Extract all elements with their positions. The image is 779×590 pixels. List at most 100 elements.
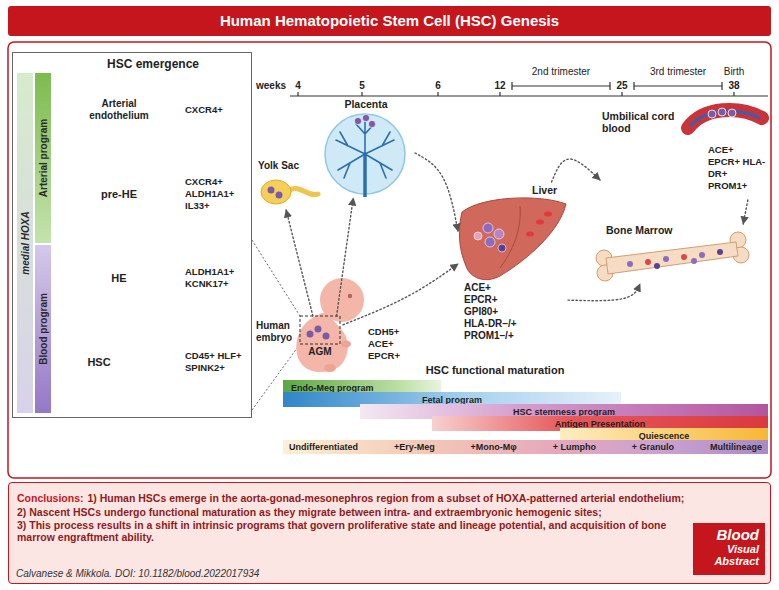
cord-blood-illustration bbox=[688, 108, 762, 128]
program-band: Blood program bbox=[35, 245, 51, 413]
yolk-sac-illustration bbox=[261, 180, 291, 204]
yolk-sac-illustration bbox=[261, 180, 318, 204]
stage-box: HSCCD45+ HLF+ SPINK2+ bbox=[57, 329, 252, 395]
migration-arrow bbox=[415, 153, 458, 231]
embryo-illustration bbox=[315, 326, 322, 333]
lineage-label: + Granulo bbox=[632, 441, 674, 453]
lineage-bar: Undifferentiated+Ery-Meg+Mono-Mφ+ Lumpho… bbox=[283, 440, 768, 454]
site-box: Yolk Sac bbox=[256, 160, 323, 210]
stage-name: Arterial endothelium bbox=[71, 98, 167, 122]
bone-illustration bbox=[596, 232, 749, 281]
placenta-illustration bbox=[325, 114, 405, 197]
marker-list: CXCR4+ bbox=[185, 104, 249, 116]
cord-blood-illustration bbox=[708, 110, 716, 118]
liver-illustration bbox=[485, 237, 495, 247]
lineage-label: + Lumpho bbox=[553, 441, 596, 453]
bone-illustration bbox=[699, 252, 705, 258]
timeline-axis bbox=[297, 92, 298, 96]
migration-arrow bbox=[337, 198, 354, 316]
liver-illustration bbox=[459, 198, 566, 280]
region-label: AGM bbox=[300, 346, 340, 358]
liver-illustration bbox=[536, 220, 544, 225]
bone-illustration bbox=[691, 258, 697, 264]
embryo-illustration bbox=[300, 316, 340, 344]
page-title: Human Hematopoietic Stem Cell (HSC) Gene… bbox=[8, 6, 771, 36]
week-number: 6 bbox=[428, 80, 448, 92]
timeline-axis bbox=[634, 82, 722, 90]
week-number: 25 bbox=[612, 80, 632, 92]
trimester-label: 2nd trimester bbox=[511, 66, 611, 78]
embryo-illustration bbox=[341, 341, 351, 348]
panel-title: HSC emergence bbox=[57, 57, 249, 71]
stage-name: HSC bbox=[77, 356, 121, 368]
lineage-label: +Ery-Meg bbox=[394, 441, 435, 453]
zoom-line bbox=[252, 240, 300, 316]
trimester-label: 3rd trimester bbox=[636, 66, 720, 78]
bone-illustration bbox=[606, 242, 738, 274]
migration-arrow bbox=[743, 200, 748, 224]
cord-blood-illustration bbox=[718, 108, 726, 116]
migration-arrow bbox=[286, 210, 313, 316]
lineage-label: +Mono-Mφ bbox=[471, 441, 517, 453]
migration-arrow bbox=[343, 264, 458, 325]
stage-box: HEALDH1A1+ KCNK17+ bbox=[57, 245, 252, 311]
site-box: Human embryoAGM bbox=[254, 280, 364, 376]
migration-arrow bbox=[568, 284, 640, 301]
site-box: LiverACE+ EPCR+ GPI80+ HLA-DR–/+ PROM1–/… bbox=[458, 182, 568, 346]
yolk-sac-illustration bbox=[290, 188, 318, 194]
marker-list: ACE+ EPCR+ HLA-DR+ PROM1+ bbox=[708, 144, 766, 192]
marker-list: CXCR4+ ALDH1A1+ IL33+ bbox=[185, 176, 249, 212]
week-number: 5 bbox=[352, 80, 372, 92]
liver-illustration bbox=[526, 232, 534, 237]
conclusion-text: 2) Nascent HSCs undergo functional matur… bbox=[17, 506, 687, 519]
timeline-axis bbox=[361, 92, 362, 96]
bone-illustration bbox=[717, 249, 723, 255]
journal-badge: BloodVisual Abstract bbox=[693, 523, 765, 575]
stage-name: pre-HE bbox=[71, 188, 167, 200]
lineage-label: Multilineage bbox=[710, 441, 762, 453]
yolk-sac-illustration bbox=[268, 187, 275, 194]
placenta-illustration bbox=[363, 154, 367, 197]
section-heading: HSC functional maturation bbox=[420, 364, 570, 376]
embryo-illustration bbox=[323, 333, 330, 340]
liver-illustration bbox=[494, 229, 504, 239]
embryo-illustration bbox=[348, 294, 352, 298]
region-box: AGM bbox=[300, 316, 343, 360]
timeline-axis bbox=[733, 92, 734, 96]
band-label: medial HOXA bbox=[20, 211, 31, 274]
panel: HSC emergence medial HOXA Arterial program… bbox=[12, 52, 252, 418]
migration-arrow bbox=[552, 159, 601, 182]
liver-illustration bbox=[483, 223, 493, 233]
site-box: Placenta bbox=[320, 98, 415, 198]
stage-box: pre-HE CXCR4+ ALDH1A1+ IL33+ bbox=[57, 161, 252, 227]
band-label: Arterial program bbox=[38, 119, 49, 197]
week-number: 38 bbox=[724, 80, 744, 92]
embryo-illustration bbox=[324, 364, 336, 372]
timeline-axis bbox=[621, 92, 622, 96]
conclusion-text: 1) Human HSCs emerge in the aorta-gonad-… bbox=[88, 492, 685, 504]
cord-blood-illustration bbox=[728, 109, 736, 117]
badge-subtitle: Visual Abstract bbox=[699, 543, 759, 567]
placenta-illustration bbox=[362, 114, 369, 121]
yolk-sac-illustration bbox=[276, 192, 283, 199]
conclusion-heading: Conclusions: bbox=[17, 492, 84, 504]
main-panel bbox=[8, 42, 771, 478]
site-label: Umbilical cord blood bbox=[602, 110, 676, 134]
liver-illustration bbox=[498, 244, 506, 252]
timeline-axis bbox=[512, 82, 610, 90]
bone-illustration bbox=[627, 261, 633, 267]
citation: Calvanese & Mikkola. DOI: 10.1182/blood.… bbox=[16, 568, 259, 580]
week-number: 12 bbox=[490, 80, 510, 92]
liver-illustration bbox=[474, 232, 482, 240]
embryo-illustration bbox=[320, 278, 364, 322]
header-bar bbox=[8, 6, 771, 36]
site-box: Umbilical cord bloodACE+ EPCR+ HLA-DR+ P… bbox=[600, 100, 768, 200]
bone-illustration bbox=[654, 263, 660, 269]
site-label: Human embryo bbox=[256, 320, 292, 344]
embryo-illustration bbox=[296, 312, 347, 372]
marker-list: ACE+ EPCR+ GPI80+ HLA-DR–/+ PROM1–/+ bbox=[464, 282, 522, 342]
bone-illustration bbox=[663, 256, 669, 262]
liver-illustration bbox=[459, 198, 566, 280]
placenta-illustration bbox=[368, 120, 375, 127]
